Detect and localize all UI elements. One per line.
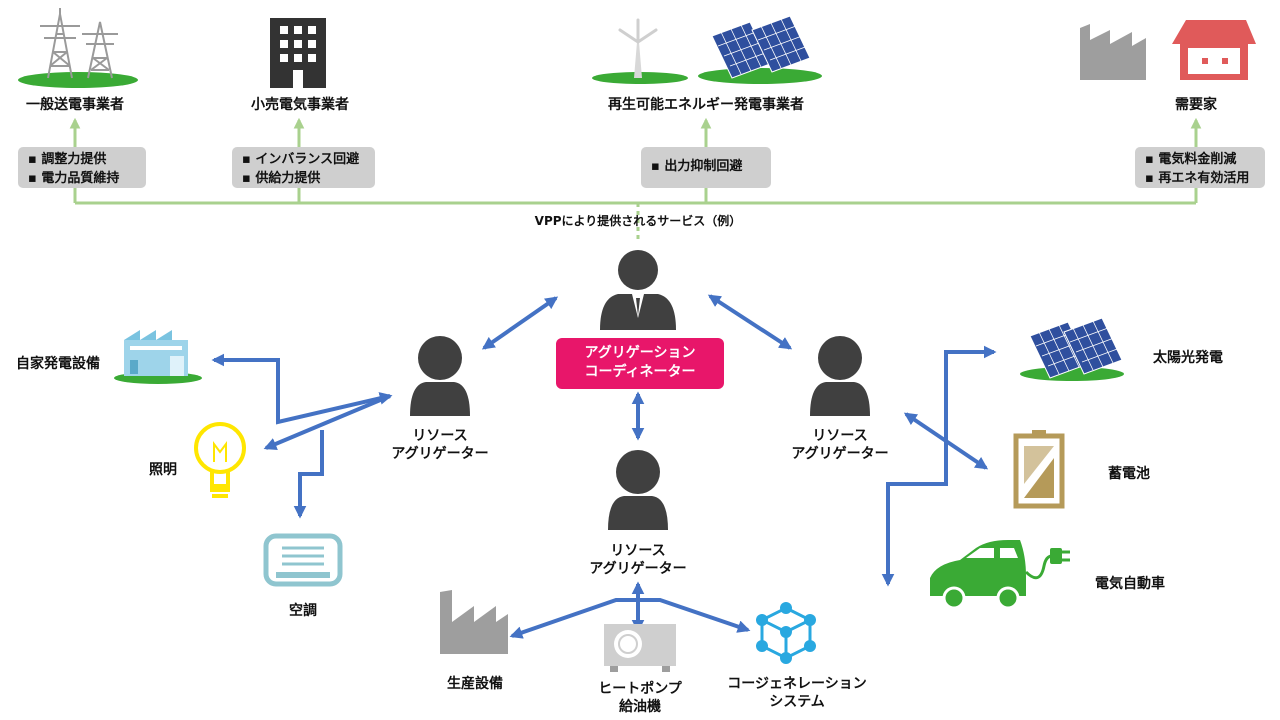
aggregator-line1: リソース bbox=[610, 543, 666, 559]
service-item: ▪ 調整力提供 bbox=[28, 152, 107, 167]
service-item: ▪ 電気料金削減 bbox=[1145, 152, 1237, 167]
renewable-services-box: ▪ 出力抑制回避 bbox=[641, 147, 771, 188]
wind-turbine-icon bbox=[592, 18, 688, 84]
retail-operator-label: 小売電気事業者 bbox=[251, 97, 349, 113]
production-factory-icon bbox=[440, 590, 508, 654]
aggregator-center-person-icon bbox=[608, 450, 668, 530]
lighting-label: 照明 bbox=[149, 462, 177, 478]
ev-label: 電気自動車 bbox=[1095, 576, 1165, 592]
heat-pump-line2: 給油機 bbox=[619, 699, 661, 715]
cogeneration-line2: システム bbox=[769, 694, 825, 710]
transmission-services-box: ▪ 調整力提供 ▪ 電力品質維持 bbox=[18, 147, 146, 188]
service-item: ▪ 再エネ有効活用 bbox=[1145, 171, 1250, 186]
transmission-tower-icon bbox=[18, 8, 138, 88]
heat-pump-icon bbox=[604, 624, 676, 672]
solar-panel-icon bbox=[698, 15, 822, 84]
office-building-icon bbox=[270, 18, 326, 88]
factory-icon bbox=[1080, 24, 1146, 80]
vpp-services-caption: VPPにより提供されるサービス（例） bbox=[534, 214, 742, 228]
aggregator-right-person-icon bbox=[810, 336, 870, 416]
flow-arrows bbox=[211, 294, 997, 639]
solar-label: 太陽光発電 bbox=[1153, 350, 1223, 366]
aggregator-line1: リソース bbox=[412, 428, 468, 444]
coordinator-person-icon bbox=[600, 250, 676, 330]
air-conditioner-icon bbox=[263, 533, 343, 587]
aggregator-center-label: リソース アグリゲーター bbox=[568, 542, 708, 578]
aggregator-line1: リソース bbox=[812, 428, 868, 444]
aggregator-right-label: リソース アグリゲーター bbox=[770, 427, 910, 463]
cogeneration-icon bbox=[756, 602, 816, 664]
aggregator-left-person-icon bbox=[410, 336, 470, 416]
production-label: 生産設備 bbox=[447, 676, 503, 692]
solar-farm-icon bbox=[1020, 317, 1124, 381]
coordinator-line2: コーディネーター bbox=[584, 364, 696, 380]
aggregator-line2: アグリゲーター bbox=[391, 446, 489, 462]
consumer-label: 需要家 bbox=[1175, 97, 1217, 113]
renewable-operator-label: 再生可能エネルギー発電事業者 bbox=[608, 97, 804, 113]
service-item: ▪ インバランス回避 bbox=[242, 152, 360, 167]
consumer-services-box: ▪ 電気料金削減 ▪ 再エネ有効活用 bbox=[1135, 147, 1265, 188]
battery-label: 蓄電池 bbox=[1108, 466, 1150, 482]
air-conditioning-label: 空調 bbox=[289, 603, 317, 619]
aggregation-coordinator-box: アグリゲーション コーディネーター bbox=[556, 338, 724, 389]
cogeneration-line1: コージェネレーション bbox=[727, 676, 867, 692]
cogeneration-label: コージェネレーション システム bbox=[712, 675, 882, 711]
aggregator-left-label: リソース アグリゲーター bbox=[370, 427, 510, 463]
service-item: ▪ 出力抑制回避 bbox=[651, 159, 743, 174]
private-power-plant-icon bbox=[114, 330, 202, 384]
coordinator-line1: アグリゲーション bbox=[584, 345, 696, 361]
aggregator-line2: アグリゲーター bbox=[791, 446, 889, 462]
private-power-label: 自家発電設備 bbox=[16, 356, 100, 372]
heat-pump-label: ヒートポンプ 給油機 bbox=[580, 680, 700, 716]
light-bulb-icon bbox=[194, 422, 246, 498]
battery-icon bbox=[1013, 430, 1065, 509]
heat-pump-line1: ヒートポンプ bbox=[598, 681, 682, 697]
aggregator-line2: アグリゲーター bbox=[589, 561, 687, 577]
retail-services-box: ▪ インバランス回避 ▪ 供給力提供 bbox=[232, 147, 375, 188]
service-item: ▪ 供給力提供 bbox=[242, 171, 321, 186]
house-icon bbox=[1172, 20, 1256, 80]
service-item: ▪ 電力品質維持 bbox=[28, 171, 120, 186]
transmission-operator-label: 一般送電事業者 bbox=[26, 97, 124, 113]
electric-car-icon bbox=[930, 540, 1070, 610]
